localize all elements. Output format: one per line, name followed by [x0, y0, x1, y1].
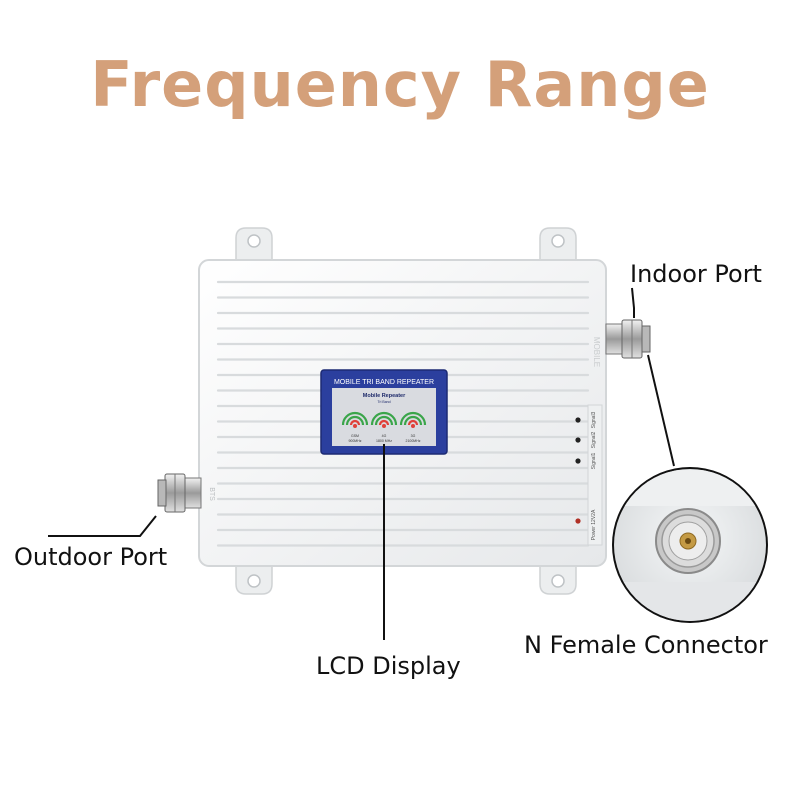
outdoor-connector	[157, 473, 202, 513]
lcd-screen-subtitle: Tri Band	[377, 400, 390, 404]
callout-lines	[48, 287, 675, 640]
band-name: 4G	[382, 434, 387, 438]
band-name: 3G	[411, 434, 416, 438]
indoor-port-label: Indoor Port	[630, 260, 762, 288]
indicator-leds	[575, 417, 581, 524]
n-female-connector-closeup	[612, 467, 768, 623]
port-label-text: BTS	[208, 487, 215, 501]
signal-icon	[341, 411, 369, 428]
lcd-panel: MOBILE TRI BAND REPEATER Mobile Repeater…	[320, 369, 448, 455]
indicator-label: Signal3	[591, 411, 597, 428]
signal-icon	[399, 411, 427, 428]
indoor-connector	[605, 319, 651, 359]
indicator-label: Signal2	[591, 431, 597, 448]
indicator-label: Signal1	[591, 452, 597, 469]
n-female-connector-label: N Female Connector	[524, 631, 768, 659]
lcd-display-label: LCD Display	[316, 652, 461, 680]
signal-icons	[341, 411, 427, 428]
lcd-screen-title: Mobile Repeater	[363, 393, 406, 399]
band-frequency: 900MHz	[348, 439, 361, 443]
band-frequency: 1800 MHz	[376, 439, 392, 443]
band-frequency: 2100MHz	[406, 439, 421, 443]
outdoor-port-label: Outdoor Port	[14, 543, 168, 571]
signal-icon	[370, 411, 398, 428]
band-name: GSM	[351, 434, 359, 438]
lcd-panel-title: MOBILE TRI BAND REPEATER	[334, 379, 434, 386]
side-brand-text: MOBILE	[592, 337, 601, 367]
indicator-label: Power 12V2A	[591, 509, 597, 540]
page-title: Frequency Range	[90, 48, 710, 121]
